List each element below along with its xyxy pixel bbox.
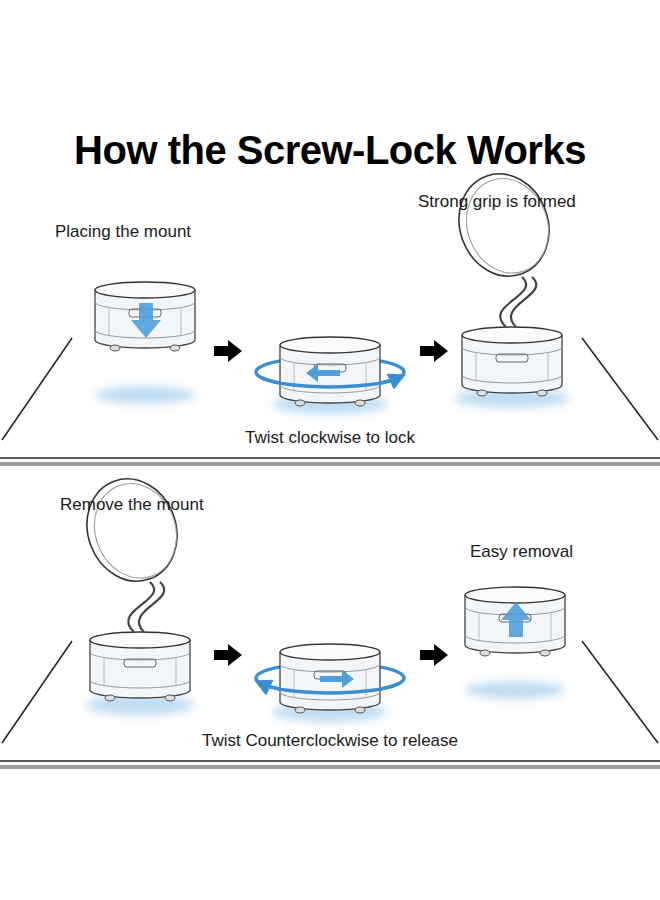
- panel-outline: [0, 633, 660, 778]
- step-label: Easy removal: [470, 542, 573, 562]
- panel-edge: [582, 338, 658, 440]
- floor-panel: Twist clockwise to lock: [0, 330, 660, 475]
- panel-edge: [2, 641, 72, 743]
- mount-twist-lock: [256, 337, 404, 406]
- title: How the Screw-Lock Works: [74, 128, 586, 173]
- step-label: Placing the mount: [55, 222, 191, 242]
- floor-panel: Twist Counterclockwise to release: [0, 633, 660, 778]
- step-label: Strong grip is formed: [418, 192, 576, 212]
- step-caption: Twist Counterclockwise to release: [0, 731, 660, 751]
- mount-removed: [465, 587, 565, 656]
- panel-thickness: [0, 765, 660, 769]
- step-arrow: [214, 644, 242, 666]
- step-caption: Twist clockwise to lock: [0, 428, 660, 448]
- panel-edge: [0, 457, 660, 459]
- panel-outline: [0, 330, 660, 475]
- panel-edge: [2, 338, 72, 440]
- step-arrow: [420, 340, 448, 362]
- panel-edge: [582, 641, 658, 743]
- mount-placing: [95, 282, 195, 351]
- panel-thickness: [0, 462, 660, 466]
- step-arrow: [420, 644, 448, 666]
- step-label: Remove the mount: [60, 495, 204, 515]
- step-arrow: [214, 340, 242, 362]
- panel-edge: [0, 760, 660, 762]
- mount-twist-release: [256, 644, 404, 713]
